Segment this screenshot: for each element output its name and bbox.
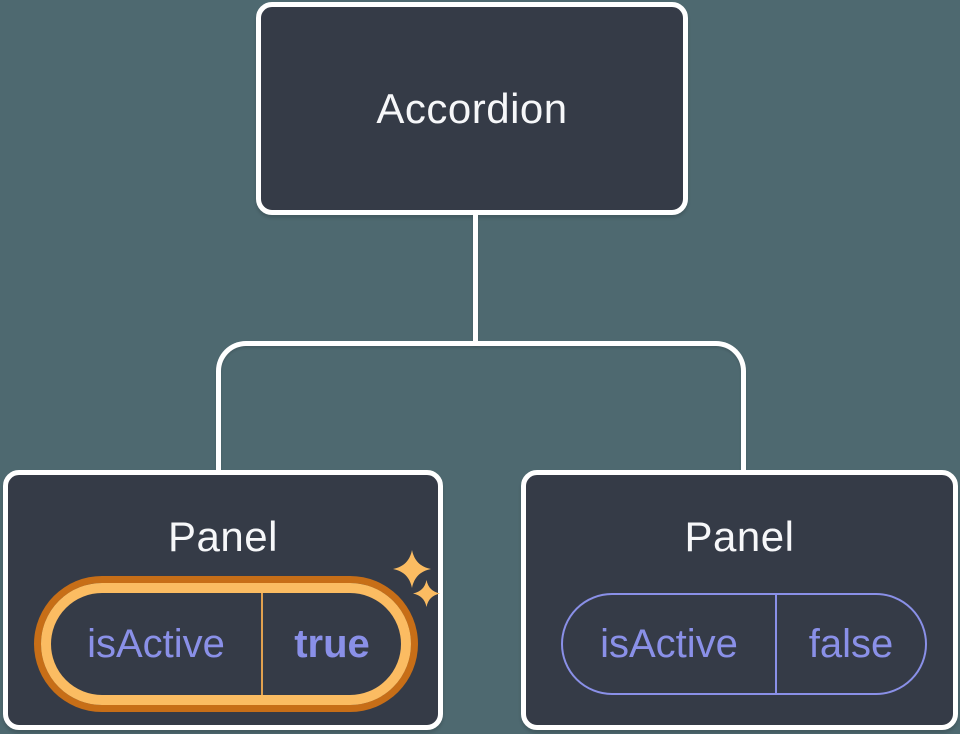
connector-bracket bbox=[216, 341, 746, 471]
panel-node-inactive: Panel isActive false bbox=[521, 470, 958, 730]
connector-stem bbox=[473, 213, 478, 344]
accordion-node: Accordion bbox=[256, 2, 688, 215]
prop-value: true bbox=[261, 593, 401, 695]
state-pill-active: isActive true bbox=[41, 583, 411, 705]
sparkle-icon-small bbox=[413, 580, 440, 607]
sparkle-icon-large bbox=[393, 550, 431, 588]
accordion-node-label: Accordion bbox=[376, 84, 568, 132]
panel-title: Panel bbox=[684, 513, 795, 560]
state-pill-inactive: isActive false bbox=[561, 593, 927, 695]
panel-title: Panel bbox=[168, 513, 278, 560]
prop-name: isActive bbox=[600, 621, 738, 666]
prop-value: false bbox=[775, 595, 925, 693]
panel-node-active: Panel isActive true bbox=[3, 470, 443, 730]
prop-name: isActive bbox=[87, 621, 225, 666]
